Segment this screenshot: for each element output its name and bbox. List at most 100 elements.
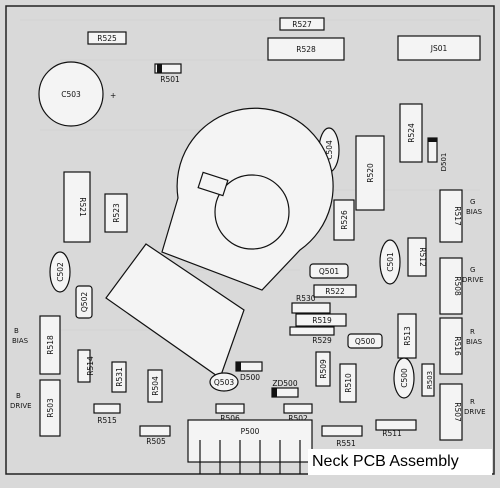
label-c504: C504 <box>325 140 334 160</box>
resistor-r529 <box>289 326 335 336</box>
resistor-r513 <box>397 313 417 359</box>
resistor-r522 <box>313 284 357 298</box>
label-r503-left: R503 <box>46 398 55 418</box>
resistor-r517 <box>439 189 463 243</box>
label-r509: R509 <box>319 359 328 379</box>
label-r502: R502 <box>288 414 308 423</box>
resistor-r518 <box>39 315 61 375</box>
resistor-r505 <box>139 425 171 437</box>
label-r551: R551 <box>336 439 356 448</box>
resistor-r502 <box>283 403 313 414</box>
label-r529: R529 <box>312 336 332 345</box>
label-r525: R525 <box>97 34 117 43</box>
resistor-r519 <box>295 313 347 327</box>
label-r504: R504 <box>151 376 160 396</box>
resistor-r508-right <box>439 257 463 315</box>
g-drive-label-1: G <box>470 266 475 274</box>
resistor-r526 <box>333 199 355 241</box>
polarity-mark: + <box>110 91 116 100</box>
label-r520: R520 <box>366 163 375 183</box>
resistor-r521 <box>63 171 91 243</box>
label-r501: R501 <box>160 75 180 84</box>
resistor-r514 <box>77 349 91 383</box>
label-q502: Q502 <box>80 292 89 312</box>
resistor-r515 <box>93 403 121 414</box>
label-r524: R524 <box>407 123 416 143</box>
label-r528: R528 <box>296 45 316 54</box>
b-drive-label-2: DRIVE <box>10 402 32 410</box>
label-r526: R526 <box>340 210 349 230</box>
transistor-q500 <box>347 333 383 349</box>
g-bias-label-1: G <box>470 198 475 206</box>
label-c501: C501 <box>386 252 395 272</box>
label-r521: R521 <box>78 197 87 217</box>
label-r506: R506 <box>220 414 240 423</box>
label-r505: R505 <box>146 437 166 446</box>
label-r508-right: R508 <box>453 276 462 296</box>
label-r515: R515 <box>97 416 117 425</box>
band-d500 <box>236 362 241 371</box>
label-r531: R531 <box>115 367 124 387</box>
transistor-q503 <box>209 372 239 392</box>
label-r507: R507 <box>453 402 462 422</box>
resistor-r509 <box>315 351 331 387</box>
band-d501 <box>428 138 437 142</box>
band-zd500 <box>272 388 277 397</box>
label-r519: R519 <box>312 316 332 325</box>
label-js01: JS01 <box>430 44 448 53</box>
resistor-r520 <box>355 135 385 211</box>
resistor-r510 <box>339 363 357 403</box>
p500-pins <box>199 440 301 474</box>
resistor-r523 <box>104 193 128 233</box>
label-r510: R510 <box>344 373 353 393</box>
r-drive-label-1: R <box>470 398 475 406</box>
label-q503: Q503 <box>214 378 234 387</box>
label-r523: R523 <box>112 203 121 223</box>
label-p500: P500 <box>241 427 260 436</box>
label-r530: R530 <box>296 294 316 303</box>
label-r513: R513 <box>403 326 412 346</box>
label-r522: R522 <box>325 287 345 296</box>
resistor-r511 <box>375 419 417 431</box>
resistor-r512 <box>407 237 427 277</box>
resistor-r524 <box>399 103 423 163</box>
label-r514: R514 <box>86 356 95 376</box>
resistor-r530 <box>291 302 331 314</box>
capacitor-c500 <box>393 357 415 399</box>
resistor-r503-small <box>421 363 435 397</box>
resistor-r531 <box>111 361 127 393</box>
resistor-r501 <box>154 63 182 74</box>
crt-socket <box>161 107 334 291</box>
resistor-r507 <box>439 383 463 441</box>
label-d501: D501 <box>440 153 448 172</box>
r-bias-label-1: R <box>470 328 475 336</box>
label-q500: Q500 <box>355 337 375 346</box>
diagram-title: Neck PCB Assembly <box>308 449 492 475</box>
r-drive-label-2: DRIVE <box>464 408 486 416</box>
label-r517: R517 <box>453 206 462 226</box>
transistor-q501 <box>309 263 349 279</box>
resistor-r503-left <box>39 379 61 437</box>
connector-js01 <box>397 35 481 61</box>
label-r518: R518 <box>46 335 55 355</box>
board-outline <box>5 5 495 475</box>
capacitor-c501 <box>379 239 401 285</box>
label-d500: D500 <box>240 373 260 382</box>
label-zd500: ZD500 <box>272 379 297 388</box>
resistor-r551 <box>321 425 363 437</box>
resistor-r525 <box>87 31 127 45</box>
label-r503-small: R503 <box>426 371 434 389</box>
b-bias-label-1: B <box>14 327 19 335</box>
resistor-r528 <box>267 37 345 61</box>
capacitor-c502 <box>49 251 71 293</box>
r-bias-label-2: BIAS <box>466 338 483 346</box>
capacitor-c503 <box>38 61 104 127</box>
resistor-r527 <box>279 17 325 31</box>
g-bias-label-2: BIAS <box>466 208 483 216</box>
label-r512: R512 <box>418 247 427 267</box>
label-r516: R516 <box>453 336 462 356</box>
b-drive-label-1: B <box>16 392 21 400</box>
label-c502: C502 <box>56 262 65 282</box>
label-c500: C500 <box>400 368 409 388</box>
